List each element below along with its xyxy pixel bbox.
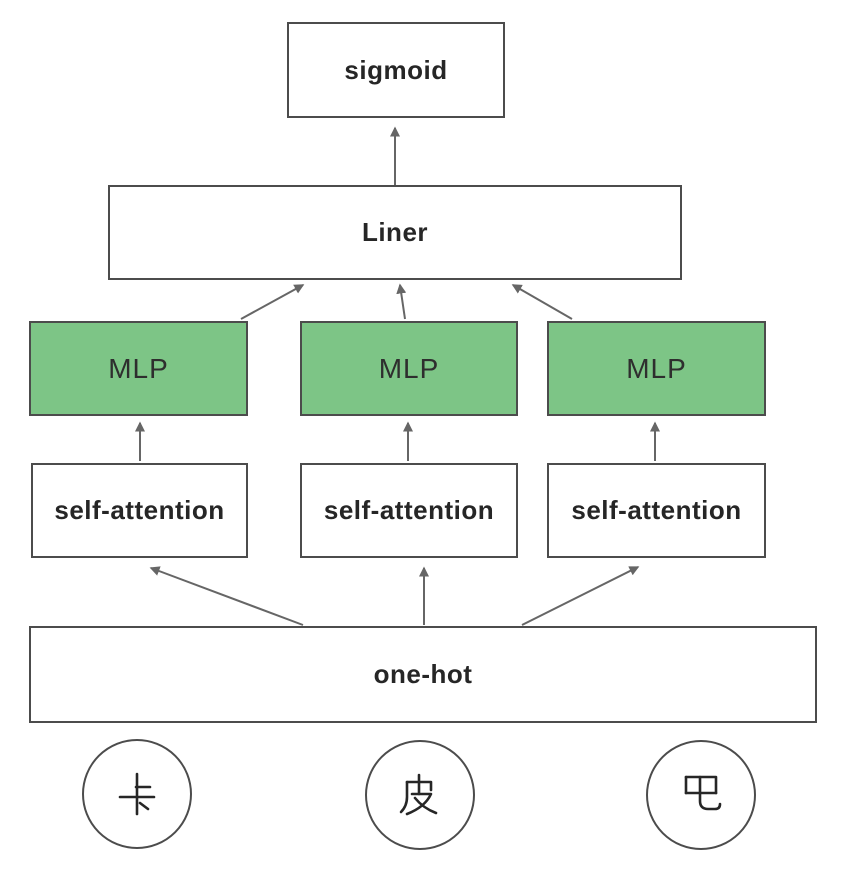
node-linear: Liner	[108, 185, 682, 280]
node-mlp-3-label: MLP	[626, 352, 687, 384]
node-mlp-1: MLP	[29, 321, 248, 416]
arrow-onehot-to-selfattn1	[149, 566, 304, 626]
arrow-onehot-to-selfattn3	[521, 566, 640, 626]
token-glyph-2	[399, 773, 438, 816]
arrow-mlp1-to-linear	[240, 284, 305, 320]
node-self-attention-3: self-attention	[547, 463, 766, 558]
node-one-hot-label: one-hot	[373, 659, 473, 689]
arrow-mlp3-to-linear	[511, 284, 573, 320]
node-sigmoid-label: sigmoid	[344, 54, 448, 85]
node-linear-label: Liner	[361, 217, 429, 247]
node-self-attention-2: self-attention	[300, 463, 518, 558]
token-circle-3	[646, 740, 756, 850]
node-one-hot: one-hot	[29, 626, 817, 723]
node-sigmoid: sigmoid	[287, 22, 505, 118]
token-glyph-1	[118, 772, 156, 816]
node-self-attention-1-label: self-attention	[54, 495, 225, 525]
arrow-mlp2-to-linear	[396, 283, 407, 320]
node-self-attention-3-label: self-attention	[571, 495, 742, 525]
node-self-attention-2-label: self-attention	[323, 495, 495, 525]
token-glyph-3	[684, 775, 722, 811]
node-self-attention-1: self-attention	[31, 463, 248, 558]
token-circle-2	[365, 740, 475, 850]
node-mlp-2: MLP	[300, 321, 518, 416]
token-circle-1	[82, 739, 192, 849]
node-mlp-3: MLP	[547, 321, 766, 416]
node-mlp-2-label: MLP	[378, 352, 440, 384]
node-mlp-1-label: MLP	[108, 352, 169, 384]
